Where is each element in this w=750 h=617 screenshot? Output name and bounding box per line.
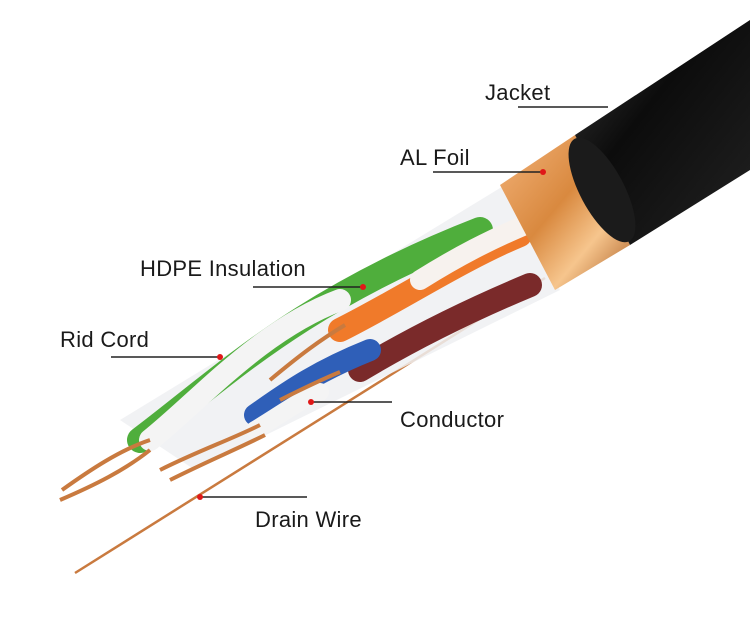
white-orange-wire	[410, 215, 535, 290]
label-jacket: Jacket	[485, 80, 551, 105]
white-green-wire	[139, 289, 351, 451]
leader-lines	[111, 106, 608, 498]
jacket-end	[568, 137, 636, 243]
label-drain-wire: Drain Wire	[255, 507, 362, 532]
blue-pair	[244, 339, 381, 426]
al-foil	[500, 135, 630, 290]
label-hdpe-insulation: HDPE Insulation	[140, 256, 306, 281]
leader-dots	[197, 169, 546, 500]
label-conductor: Conductor	[400, 407, 505, 432]
label-rid-cord: Rid Cord	[60, 327, 150, 352]
white-blue-wire	[246, 383, 329, 439]
label-al-foil: AL Foil	[400, 145, 470, 170]
copper-conductors	[59, 323, 347, 502]
brown-pair	[348, 273, 542, 382]
